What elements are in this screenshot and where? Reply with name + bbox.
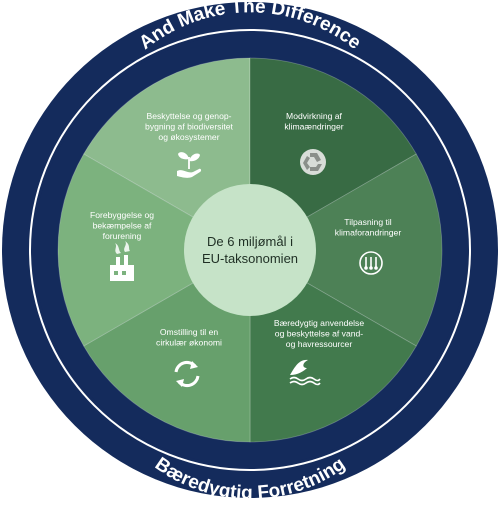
segment-label-line: klimaforandringer xyxy=(335,228,402,238)
segment-6 xyxy=(57,153,251,347)
segment-label-line: Omstilling til en xyxy=(160,327,218,337)
segment-label-line: bekæmpelse af xyxy=(93,221,152,231)
segment-label-line: Bæredygtig anvendelse xyxy=(274,318,365,328)
factory-icon xyxy=(110,241,134,281)
segment-label-line: Forebyggelse og xyxy=(90,210,154,220)
center-label-line1: De 6 miljømål i xyxy=(207,234,293,249)
segment-label-line: bygning af biodiversitet xyxy=(145,122,234,132)
segment-label-line: og havressourcer xyxy=(286,339,353,349)
segment-1-label: Beskyttelse og genop-bygning af biodiver… xyxy=(145,111,234,142)
temperature-icon xyxy=(359,251,383,275)
ring-line xyxy=(29,29,471,471)
segment-label-line: Modvirkning af xyxy=(286,111,342,121)
labels-group: Beskyttelse og genop-bygning af biodiver… xyxy=(90,111,401,349)
segment-label-line: og beskyttelse af vand- xyxy=(275,329,364,339)
center-circle xyxy=(184,184,316,316)
segment-label-line: Beskyttelse og genop- xyxy=(146,111,231,121)
segment-3 xyxy=(249,153,443,347)
wave-icon xyxy=(289,359,321,386)
segment-label-line: og økosystemer xyxy=(158,132,219,142)
segment-label-line: klimaændringer xyxy=(284,122,343,132)
segment-label-line: Tilpasning til xyxy=(344,217,392,227)
icons-group xyxy=(110,149,383,388)
recycle-icon xyxy=(300,149,326,175)
seedling-hand-icon xyxy=(177,152,202,178)
segment-label-line: cirkulær økonomi xyxy=(156,338,222,348)
center-label-line2: EU-taksonomien xyxy=(202,251,298,266)
segment-label-line: forurening xyxy=(103,231,142,241)
circular-arrows-icon xyxy=(174,360,200,388)
